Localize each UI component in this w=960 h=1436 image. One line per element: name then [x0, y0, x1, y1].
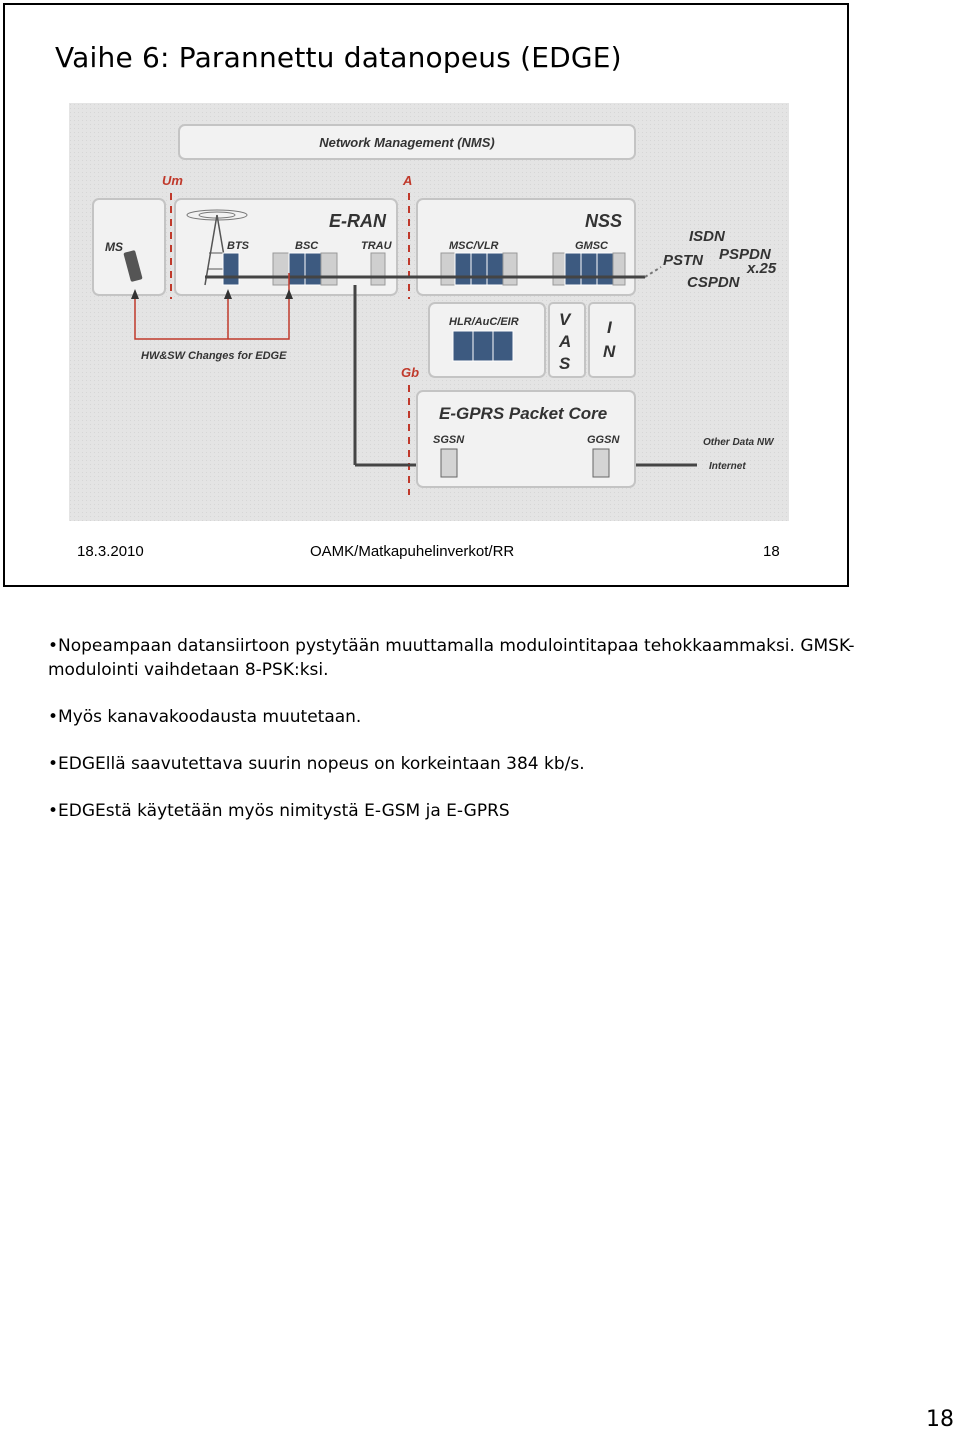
nms-label: Network Management (NMS): [319, 135, 495, 150]
slide-title: Vaihe 6: Parannettu datanopeus (EDGE): [55, 41, 622, 74]
speaker-notes: •Nopeampaan datansiirtoon pystytään muut…: [48, 634, 908, 846]
hwsw-label: HW&SW Changes for EDGE: [141, 350, 287, 362]
msc-vlr-label: MSC/VLR: [449, 240, 499, 252]
cspdn-label: CSPDN: [687, 274, 741, 291]
other-data-nw-label: Other Data NW: [703, 437, 775, 448]
isdn-label: ISDN: [689, 228, 726, 245]
bsc-label: BSC: [295, 240, 319, 252]
sgsn-label: SGSN: [433, 434, 465, 446]
hwsw-arrow-bts: [224, 289, 232, 299]
footer-date: 18.3.2010: [77, 543, 144, 560]
trau-label: TRAU: [361, 240, 393, 252]
vas-a: A: [558, 332, 571, 351]
hwsw-arrow-bsc: [285, 289, 293, 299]
pspdn-label: PSPDN: [719, 246, 772, 263]
sgsn-server-icon: [440, 448, 458, 478]
vas-box: [548, 302, 586, 378]
gmsc-label: GMSC: [575, 240, 609, 252]
hwsw-arrow-ms: [131, 289, 139, 299]
hlr-label: HLR/AuC/EIR: [449, 316, 519, 328]
hlr-cabinet-icon: [452, 330, 514, 362]
a-label: A: [402, 173, 412, 188]
ms-label: MS: [105, 240, 123, 254]
in-box: [588, 302, 636, 378]
vas-v: V: [559, 310, 572, 329]
in-n: N: [603, 342, 616, 361]
note-4: •EDGEstä käytetään myös nimitystä E-GSM …: [48, 801, 510, 821]
nss-label: NSS: [585, 211, 622, 231]
ggsn-label: GGSN: [587, 434, 620, 446]
edge-network-diagram: Network Management (NMS) Um A Gb MS E-RA…: [69, 103, 789, 521]
note-3: •EDGEllä saavutettava suurin nopeus on k…: [48, 754, 585, 774]
gmsc-cabinet-icon: [552, 252, 626, 286]
note-1: •Nopeampaan datansiirtoon pystytään muut…: [48, 636, 855, 680]
pstn-label: PSTN: [663, 252, 704, 269]
footer-page-number: 18: [763, 543, 780, 560]
bts-antenna-icon: [186, 209, 248, 286]
bts-label: BTS: [227, 240, 250, 252]
um-label: Um: [162, 173, 183, 188]
trau-cabinet-icon: [370, 252, 386, 286]
eran-label: E-RAN: [329, 211, 387, 231]
nms-box: [178, 124, 636, 160]
slide: Vaihe 6: Parannettu datanopeus (EDGE) Ne…: [3, 3, 849, 587]
ggsn-server-icon: [592, 448, 610, 478]
page-number: 18: [926, 1407, 954, 1432]
mobile-phone-icon: [123, 250, 143, 282]
egprs-box: [416, 390, 636, 488]
note-2: •Myös kanavakoodausta muutetaan.: [48, 707, 362, 727]
bsc-cabinet-icon: [272, 252, 338, 286]
bts-cabinet-icon: [222, 252, 240, 286]
egprs-label: E-GPRS Packet Core: [439, 404, 607, 423]
vas-s: S: [559, 354, 571, 373]
footer-center: OAMK/Matkapuhelinverkot/RR: [310, 543, 515, 560]
hwsw-bracket: [134, 273, 290, 340]
msc-vlr-cabinet-icon: [440, 252, 518, 286]
in-i: I: [607, 318, 613, 337]
internet-label: Internet: [709, 461, 746, 472]
ms-box: [92, 198, 166, 296]
x25-label: x.25: [746, 260, 777, 277]
gb-label: Gb: [401, 365, 419, 380]
